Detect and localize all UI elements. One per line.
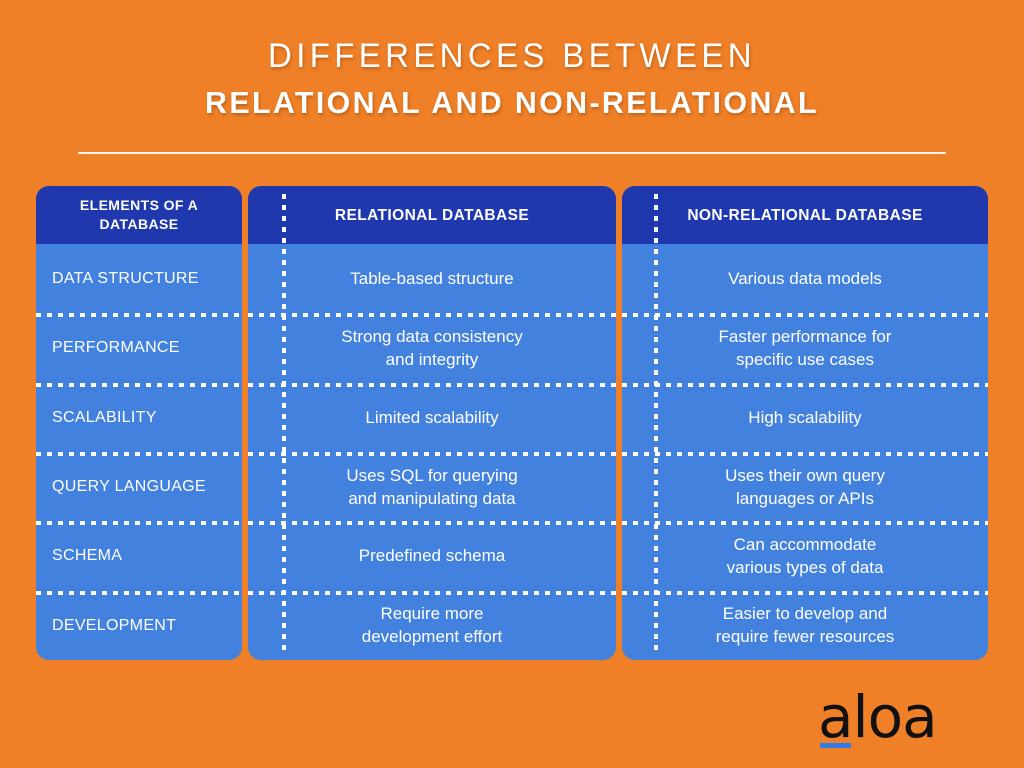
cell-value-line1: Faster performance for: [718, 326, 892, 346]
table-column-relational: RELATIONAL DATABASE Table-based structur…: [248, 186, 616, 660]
column-body-nonrelational: Various data models Faster performance f…: [622, 244, 988, 660]
table-row: DEVELOPMENT: [36, 590, 242, 660]
cell-value: Strong data consistency and integrity: [341, 325, 522, 371]
comparison-table: ELEMENTS OF A DATABASE DATA STRUCTURE PE…: [36, 186, 988, 660]
table-row: Can accommodate various types of data: [622, 521, 988, 590]
cell-value-line1: Require more: [380, 604, 484, 624]
table-row: Strong data consistency and integrity: [248, 313, 616, 382]
cell-value: Table-based structure: [350, 267, 513, 290]
cell-element-label: SCHEMA: [52, 547, 123, 565]
table-row: Limited scalability: [248, 382, 616, 452]
cell-value-line1: Limited scalability: [365, 407, 499, 427]
page-title: DIFFERENCES BETWEEN RELATIONAL AND NON-R…: [0, 34, 1024, 124]
cell-value: Easier to develop and require fewer resou…: [716, 602, 895, 648]
table-row: Faster performance for specific use cases: [622, 313, 988, 382]
cell-value-line1: Various data models: [728, 269, 882, 289]
cell-value-line2: require fewer resources: [715, 627, 895, 647]
logo-wordmark: aloa: [818, 683, 938, 751]
table-row: SCALABILITY: [36, 382, 242, 452]
table-column-elements: ELEMENTS OF A DATABASE DATA STRUCTURE PE…: [36, 186, 242, 660]
table-row: Predefined schema: [248, 521, 616, 590]
table-column-nonrelational: NON-RELATIONAL DATABASE Various data mod…: [622, 186, 988, 660]
cell-value: Limited scalability: [365, 406, 498, 429]
title-line-primary: DIFFERENCES BETWEEN: [268, 37, 756, 75]
cell-value-line2: and integrity: [385, 349, 479, 369]
column-header-elements: ELEMENTS OF A DATABASE: [36, 186, 242, 244]
cell-value: Can accommodate various types of data: [727, 533, 884, 579]
cell-value-line2: various types of data: [726, 557, 884, 577]
table-row: SCHEMA: [36, 521, 242, 590]
logo-accent-underline: [820, 743, 851, 748]
column-body-relational: Table-based structure Strong data consis…: [248, 244, 616, 660]
cell-value-line1: Predefined schema: [358, 546, 506, 566]
cell-value-line2: and manipulating data: [348, 488, 516, 508]
table-row: Uses their own query languages or APIs: [622, 451, 988, 521]
cell-value: Uses SQL for querying and manipulating da…: [346, 464, 517, 510]
cell-element-label: DATA STRUCTURE: [52, 270, 199, 288]
column-divider-right: [654, 194, 658, 650]
table-row: QUERY LANGUAGE: [36, 451, 242, 521]
cell-element-label: SCALABILITY: [52, 408, 157, 426]
cell-value-line1: Table-based structure: [350, 269, 514, 289]
cell-element-label: QUERY LANGUAGE: [52, 478, 206, 496]
cell-element-label: DEVELOPMENT: [52, 616, 177, 634]
cell-element-label: PERFORMANCE: [52, 339, 180, 357]
table-row: Various data models: [622, 244, 988, 313]
cell-value: Require more development effort: [362, 602, 503, 648]
table-row: Table-based structure: [248, 244, 616, 313]
cell-value-line1: Easier to develop and: [722, 604, 888, 624]
table-row: Easier to develop and require fewer resou…: [622, 590, 988, 660]
table-row: High scalability: [622, 382, 988, 452]
cell-value: High scalability: [748, 406, 861, 429]
cell-value-line1: Uses SQL for querying: [346, 465, 518, 485]
cell-value-line1: High scalability: [748, 407, 862, 427]
cell-value-line2: languages or APIs: [736, 488, 874, 508]
cell-value: Uses their own query languages or APIs: [725, 464, 885, 510]
cell-value: Predefined schema: [359, 544, 505, 567]
column-header-relational: RELATIONAL DATABASE: [248, 186, 616, 244]
table-row: Require more development effort: [248, 590, 616, 660]
table-row: Uses SQL for querying and manipulating da…: [248, 451, 616, 521]
brand-logo: aloa: [818, 688, 948, 750]
cell-value: Various data models: [728, 267, 882, 290]
cell-value-line1: Strong data consistency: [341, 326, 523, 346]
title-divider-rule: [78, 152, 946, 154]
cell-value: Faster performance for specific use cases: [719, 325, 892, 371]
cell-value-line2: specific use cases: [736, 349, 874, 369]
cell-value-line2: development effort: [361, 627, 503, 647]
title-line-secondary: RELATIONAL AND NON-RELATIONAL: [205, 85, 819, 120]
table-row: PERFORMANCE: [36, 313, 242, 382]
cell-value-line1: Can accommodate: [733, 534, 877, 554]
column-header-nonrelational: NON-RELATIONAL DATABASE: [622, 186, 988, 244]
column-body-elements: DATA STRUCTURE PERFORMANCE SCALABILITY Q…: [36, 244, 242, 660]
column-divider-left: [282, 194, 286, 650]
table-row: DATA STRUCTURE: [36, 244, 242, 313]
cell-value-line1: Uses their own query: [725, 465, 885, 485]
